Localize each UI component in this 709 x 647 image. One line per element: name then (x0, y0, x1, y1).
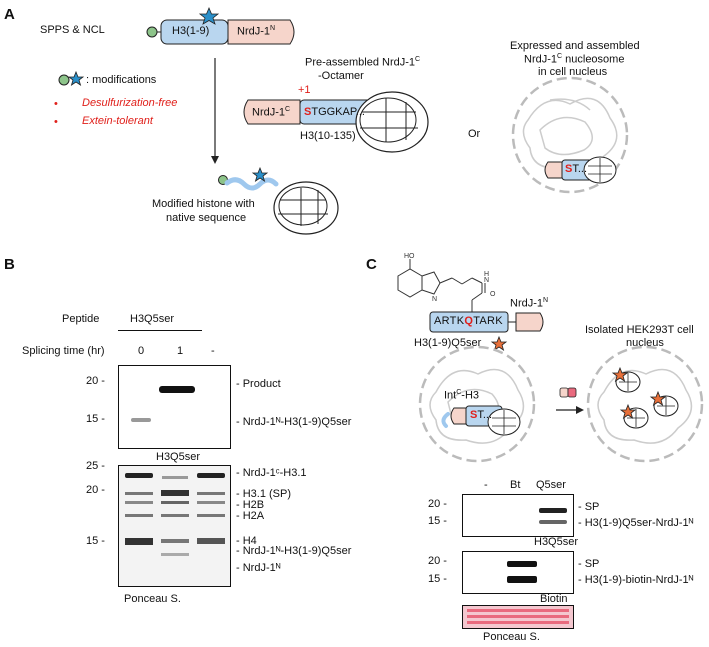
blot-b1 (118, 365, 231, 449)
product-band (159, 386, 195, 393)
product-label-1: Modified histone with (152, 198, 255, 210)
peptide-c-name: H3(1-9)Q5ser (414, 337, 482, 349)
peptide-value: H3Q5ser (130, 313, 175, 325)
nucleus-seq: ST... (565, 163, 588, 175)
b2-band-nrdj-n-h3: - NrdJ-1ᴺ-H3(1-9)Q5ser (236, 545, 352, 557)
modifications-label: : modifications (86, 74, 157, 86)
blot-c1 (462, 494, 574, 537)
b2-marker-20: 20 - (86, 484, 105, 496)
blue-star-icon (198, 6, 220, 25)
b1-marker-15: 15 - (86, 413, 105, 425)
b1-caption: H3Q5ser (156, 451, 201, 463)
b2-band-nrdj-n: - NrdJ-1ᴺ (236, 562, 281, 574)
nrdj-n-band (131, 418, 151, 422)
blot-b2 (118, 465, 231, 587)
b1-marker-20: 20 - (86, 375, 105, 387)
product-nucleosome-icon (273, 181, 339, 235)
c-lane-bt: Bt (510, 479, 521, 491)
plus-one-label: +1 (298, 84, 311, 96)
b2-band-nrdj-c: - NrdJ-1ᶜ-H3.1 (236, 467, 307, 479)
c2-band-sp: - SP (578, 558, 600, 570)
svg-text:N: N (432, 296, 437, 303)
panel-c-graphics: HO H N O N (397, 253, 704, 463)
nrdj-c-box (243, 99, 301, 125)
lane-1: 1 (177, 345, 184, 357)
product-star-icon (251, 166, 269, 182)
svg-text:HO: HO (404, 253, 415, 260)
panel-letter-a: A (4, 6, 15, 23)
blot-c3 (462, 605, 574, 629)
peptide-c-seq: ARTKQTARK (434, 315, 503, 327)
octamer-title: Pre-assembled NrdJ-1C (305, 56, 421, 69)
left-nucleus-icon (418, 345, 536, 463)
or-label: Or (468, 128, 481, 140)
product-label-2: native sequence (166, 212, 247, 224)
c2-marker-15: 15 - (428, 573, 447, 585)
svg-text:H: H (484, 271, 489, 278)
b2-band-h2a: - H2A (236, 510, 265, 522)
nrdj-n-label: NrdJ-1N (237, 25, 276, 38)
bullet-2-mark: • (54, 116, 58, 128)
isolated-label-1: Isolated HEK293T cell (585, 324, 694, 336)
star-legend-icon (67, 70, 85, 86)
b2-marker-25: 25 - (86, 460, 105, 472)
c1-band-sp: - SP (578, 501, 600, 513)
nrdj-n-c-box (515, 312, 544, 332)
serotonin-structure-icon (397, 259, 486, 312)
nrdj-c-label: NrdJ-1C (252, 106, 291, 119)
c2-caption: Biotin (540, 593, 568, 605)
orange-star-icon (490, 335, 508, 351)
c1-marker-15: 15 - (428, 515, 447, 527)
octamer-icon (355, 91, 429, 153)
splicing-time-label: Splicing time (hr) (22, 345, 105, 357)
panel-letter-c: C (366, 256, 377, 273)
b2-band-h31: - H3.1 (SP) (236, 488, 292, 500)
b1-band-product: - Product (236, 378, 281, 390)
c2-band-biotin: - H3(1-9)-biotin-NrdJ-1ᴺ (578, 574, 694, 586)
c1-marker-20: 20 - (428, 498, 447, 510)
c2-marker-20: 20 - (428, 555, 447, 567)
isolated-label-2: nucleus (626, 337, 664, 349)
panel-letter-b: B (4, 256, 15, 273)
b2-band-h2b: - H2B (236, 499, 265, 511)
c3-caption: Ponceau S. (483, 631, 540, 643)
blot-c2 (462, 551, 574, 594)
bullet-1-mark: • (54, 98, 58, 110)
nucleus-title-3: in cell nucleus (538, 66, 608, 78)
panel-a-graphics (58, 6, 629, 235)
h3-peptide-label: H3(1-9) (172, 25, 210, 37)
h3-range-label: H3(10-135) (300, 130, 356, 142)
c-lane-q5ser: Q5ser (536, 479, 566, 491)
b2-band-h4: - H4 (236, 535, 257, 547)
c-nucleus-seq: ST... (470, 409, 493, 421)
nucleus-title-2: NrdJ-1C nucleosome (524, 53, 625, 66)
peptide-header: Peptide (62, 313, 100, 325)
green-legend-icon (58, 74, 70, 86)
svg-text:N: N (484, 277, 489, 284)
b1-band-nrdj-n: - NrdJ-1ᴺ-H3(1-9)Q5ser (236, 416, 352, 428)
nrdj-n-box (227, 19, 295, 45)
cell-nucleus-icon (511, 76, 629, 194)
desulfurization-free-label: Desulfurization-free (82, 97, 178, 109)
b2-caption: Ponceau S. (124, 593, 181, 605)
svg-text:O: O (490, 291, 496, 298)
int-c-label: IntC-H3 (444, 389, 480, 402)
nucleus-title-1: Expressed and assembled (510, 40, 640, 52)
b2-marker-15: 15 - (86, 535, 105, 547)
synthesis-label: SPPS & NCL (40, 24, 105, 36)
c-nrdj-n-label: NrdJ-1N (510, 297, 549, 310)
wavy-tail-icon (224, 177, 279, 191)
right-nucleus-icon (586, 345, 704, 463)
splice-arrow-icon (556, 387, 584, 414)
c1-caption: H3Q5ser (534, 536, 579, 548)
c1-band-h3: - H3(1-9)Q5ser-NrdJ-1ᴺ (578, 517, 694, 529)
lane-0: 0 (138, 345, 145, 357)
lane-dash: - (211, 345, 215, 357)
octamer-title-2: -Octamer (318, 70, 364, 82)
extein-tolerant-label: Extein-tolerant (82, 115, 153, 127)
peptide-underline (118, 330, 202, 331)
h3-tail-seq: STGGKAP... (304, 106, 365, 118)
c-lane-dash: - (484, 479, 488, 491)
